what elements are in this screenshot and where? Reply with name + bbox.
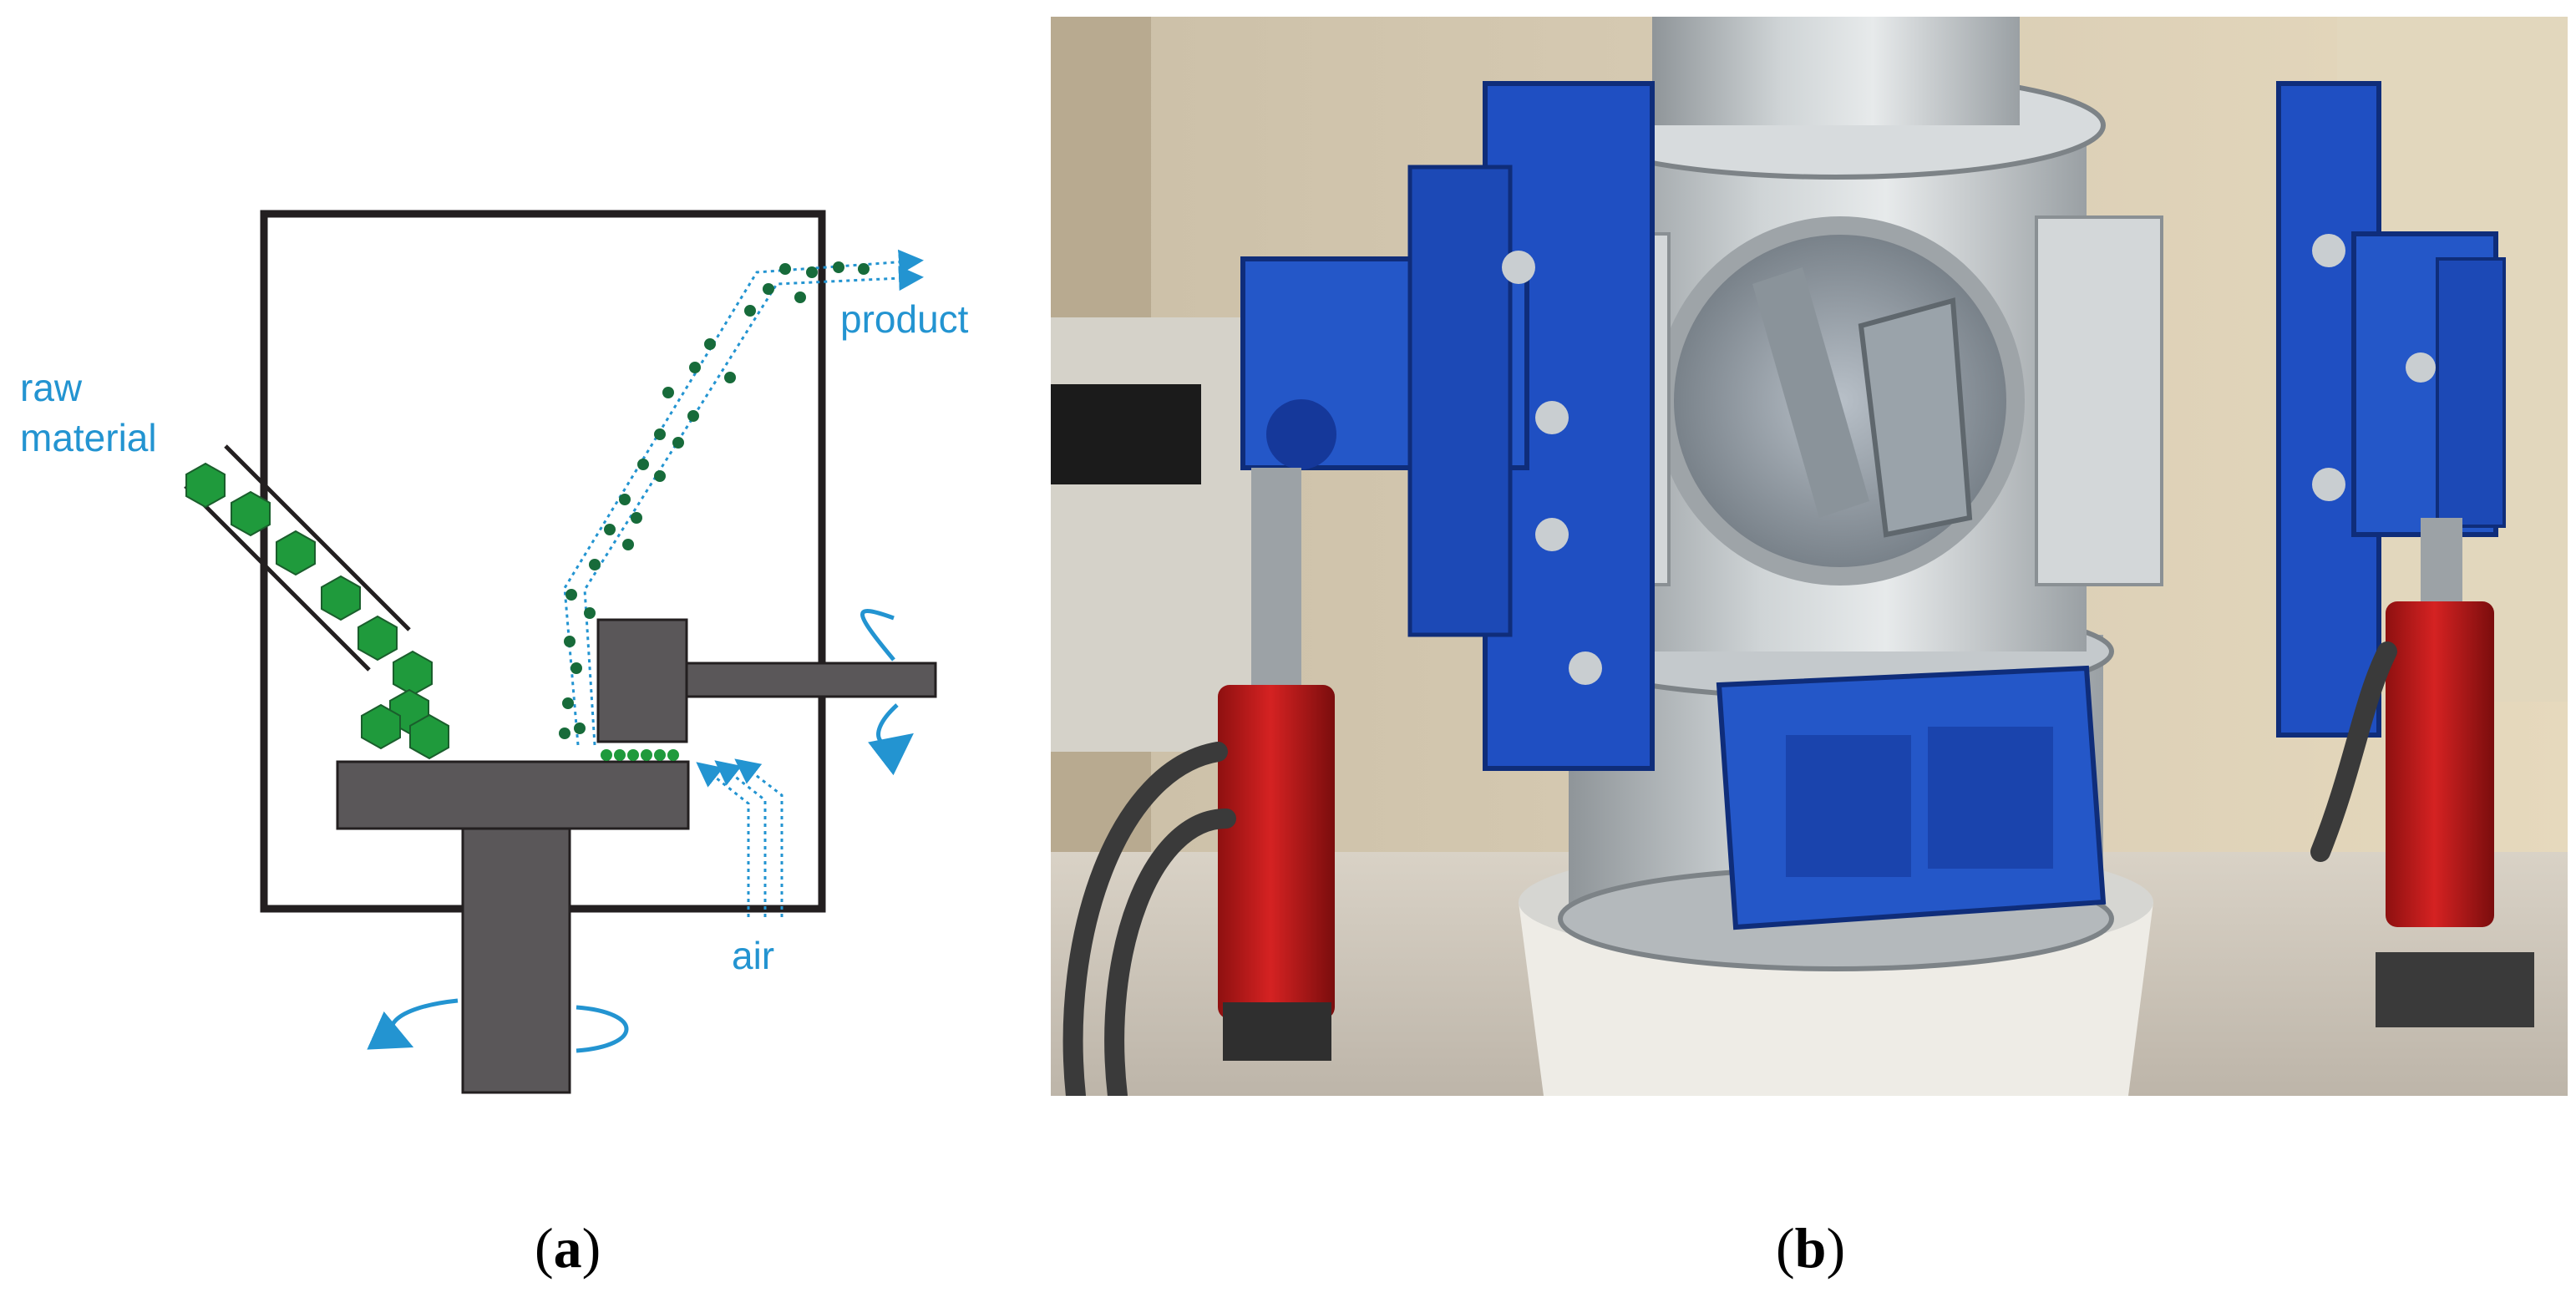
caption-b: (b) [1776, 1216, 1846, 1280]
front-blue-housing [1716, 665, 2107, 930]
caption-a: (a) [535, 1216, 601, 1280]
caption-a-letter: a [553, 1216, 582, 1280]
left-hydraulic-cylinder [1218, 468, 1335, 1061]
product-label: product [840, 297, 969, 341]
hydraulic-hoses [1062, 641, 2397, 1096]
feed-chute [184, 444, 411, 672]
machine-photo [1051, 17, 2568, 1096]
air-label: air [732, 934, 774, 977]
raw-material-label-line2: material [20, 416, 157, 459]
air-flow-arrows [696, 758, 783, 917]
product-flow-path [563, 249, 924, 746]
right-blue-clamp [2276, 81, 2506, 738]
rotating-table [336, 760, 690, 1094]
left-blue-clamp [1240, 81, 1655, 771]
raw-material-particles [185, 462, 449, 760]
rotor-rotation-arrow-icon [860, 609, 914, 776]
raw-material-label-line1: raw [20, 366, 83, 409]
gap-particles [601, 749, 679, 761]
rotor [596, 618, 937, 743]
right-hydraulic-cylinder [2376, 518, 2534, 1027]
caption-b-letter: b [1794, 1216, 1827, 1280]
product-particles [559, 261, 870, 739]
table-rotation-arrow-icon [367, 998, 629, 1053]
schematic-diagram: raw material product air [20, 210, 969, 1094]
